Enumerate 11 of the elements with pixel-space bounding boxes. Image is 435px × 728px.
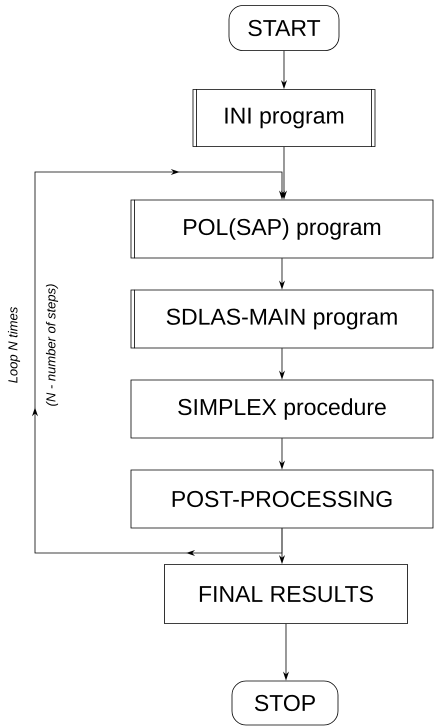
subroutine-box: POL(SAP) program (130, 199, 434, 259)
terminal-box: STOP (232, 680, 338, 726)
process-box: SIMPLEX procedure (130, 380, 434, 438)
edge-label: Loop N times (8, 307, 20, 383)
terminal-box: START (228, 5, 340, 51)
note-text: (N - number of steps) (46, 284, 58, 406)
subroutine-box: INI program (192, 88, 376, 148)
process-box: POST-PROCESSING (130, 470, 434, 528)
process-box: FINAL RESULTS (164, 564, 408, 624)
subroutine-box: SDLAS-MAIN program (130, 289, 434, 349)
loop-arrow (32, 168, 286, 556)
